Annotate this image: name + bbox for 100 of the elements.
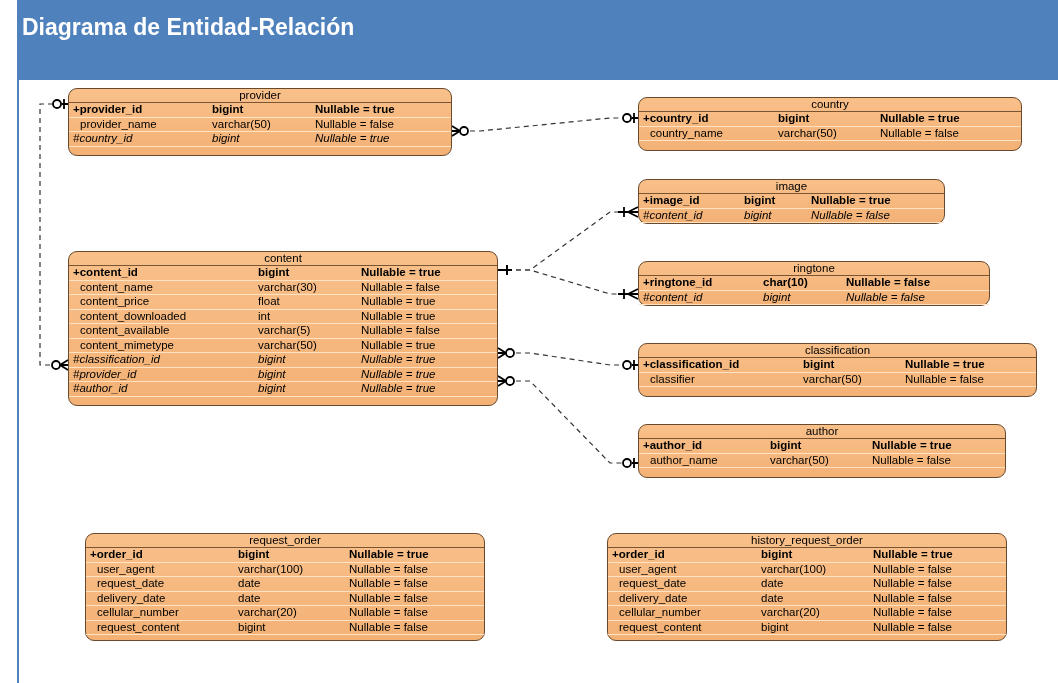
- column-nullable: Nullable = false: [872, 453, 951, 467]
- column-nullable: Nullable = false: [349, 562, 428, 576]
- entity-table: [638, 424, 1006, 478]
- column-name: provider_name: [80, 117, 157, 131]
- column-name: user_agent: [619, 562, 677, 576]
- column-nullable: Nullable = false: [873, 591, 952, 605]
- column-nullable: Nullable = true: [349, 548, 429, 562]
- column-type: bigint: [778, 112, 810, 126]
- table-name: content: [264, 252, 302, 265]
- column-nullable: Nullable = false: [811, 208, 890, 222]
- column-type: bigint: [212, 103, 244, 117]
- table-name: classification: [804, 344, 871, 357]
- column-name: user_agent: [97, 562, 155, 576]
- column-type: varchar(50): [258, 338, 317, 352]
- entity-table: [638, 261, 990, 306]
- relationship-line: [497, 264, 639, 300]
- column-name: +order_id: [90, 548, 143, 562]
- column-name: +author_id: [643, 439, 703, 453]
- column-name: +content_id: [73, 266, 138, 280]
- column-type: varchar(100): [238, 562, 304, 576]
- column-name: content_available: [80, 324, 170, 338]
- table-name: history_request_order: [751, 534, 863, 547]
- entity-table: [85, 533, 485, 641]
- column-name: +image_id: [643, 194, 700, 208]
- column-type: varchar(50): [803, 372, 862, 386]
- column-type: varchar(50): [778, 126, 837, 140]
- relationship-line: [39, 98, 69, 371]
- column-nullable: Nullable = false: [873, 577, 952, 591]
- column-nullable: Nullable = false: [349, 577, 428, 591]
- table-name: country: [811, 98, 849, 111]
- column-name: cellular_number: [97, 606, 179, 620]
- column-name: #content_id: [643, 208, 703, 222]
- column-nullable: Nullable = false: [873, 606, 952, 620]
- table-name: provider: [239, 89, 281, 102]
- column-type: bigint: [744, 194, 776, 208]
- column-nullable: Nullable = true: [872, 439, 952, 453]
- column-type: bigint: [238, 548, 270, 562]
- column-name: +classification_id: [643, 358, 740, 372]
- column-name: cellular_number: [619, 606, 701, 620]
- column-type: varchar(30): [258, 280, 317, 294]
- column-type: bigint: [258, 382, 286, 396]
- column-nullable: Nullable = false: [880, 126, 959, 140]
- column-nullable: Nullable = true: [811, 194, 891, 208]
- column-nullable: Nullable = true: [361, 295, 436, 309]
- column-name: #country_id: [73, 132, 133, 146]
- column-name: request_content: [619, 620, 702, 634]
- entity-table: [68, 251, 498, 406]
- column-type: varchar(5): [258, 324, 311, 338]
- column-nullable: Nullable = true: [873, 548, 953, 562]
- table-name: image: [775, 180, 808, 193]
- column-name: delivery_date: [619, 591, 688, 605]
- entity-table: [638, 97, 1022, 151]
- column-name: classifier: [650, 372, 695, 386]
- column-type: int: [258, 309, 271, 323]
- column-type: bigint: [761, 620, 789, 634]
- column-type: varchar(50): [212, 117, 271, 131]
- column-nullable: Nullable = true: [361, 309, 436, 323]
- column-type: varchar(20): [238, 606, 297, 620]
- diagram-title: Diagrama de Entidad-Relación: [22, 14, 355, 41]
- column-type: bigint: [212, 132, 240, 146]
- column-type: date: [238, 591, 261, 605]
- column-nullable: Nullable = false: [873, 562, 952, 576]
- column-type: bigint: [763, 290, 791, 304]
- column-type: date: [761, 591, 784, 605]
- column-type: float: [258, 295, 280, 309]
- column-type: bigint: [744, 208, 772, 222]
- column-nullable: Nullable = true: [361, 382, 436, 396]
- column-name: request_date: [619, 577, 687, 591]
- column-nullable: Nullable = true: [905, 358, 985, 372]
- relationship-line: [451, 112, 639, 137]
- column-name: content_mimetype: [80, 338, 174, 352]
- column-nullable: Nullable = false: [349, 606, 428, 620]
- column-type: date: [238, 577, 261, 591]
- column-nullable: Nullable = false: [873, 620, 952, 634]
- column-name: country_name: [650, 126, 723, 140]
- column-name: +provider_id: [73, 103, 143, 117]
- entity-table: [607, 533, 1007, 641]
- entity-table: [638, 343, 1037, 397]
- column-nullable: Nullable = true: [315, 132, 390, 146]
- column-type: bigint: [258, 367, 286, 381]
- column-nullable: Nullable = false: [349, 620, 428, 634]
- entity-table: [638, 179, 945, 224]
- column-type: bigint: [770, 439, 802, 453]
- column-type: varchar(100): [761, 562, 827, 576]
- column-type: bigint: [238, 620, 266, 634]
- column-type: bigint: [258, 353, 286, 367]
- column-nullable: Nullable = false: [361, 280, 440, 294]
- column-nullable: Nullable = false: [846, 276, 931, 290]
- column-name: author_name: [650, 453, 718, 467]
- table-name: author: [805, 425, 839, 438]
- relationship-line: [497, 375, 639, 469]
- column-name: content_name: [80, 280, 153, 294]
- column-name: +ringtone_id: [643, 276, 713, 290]
- column-nullable: Nullable = false: [349, 591, 428, 605]
- column-nullable: Nullable = true: [361, 338, 436, 352]
- column-name: request_content: [97, 620, 180, 634]
- column-nullable: Nullable = false: [361, 324, 440, 338]
- column-nullable: Nullable = false: [905, 372, 984, 386]
- column-type: varchar(20): [761, 606, 820, 620]
- column-nullable: Nullable = true: [361, 266, 441, 280]
